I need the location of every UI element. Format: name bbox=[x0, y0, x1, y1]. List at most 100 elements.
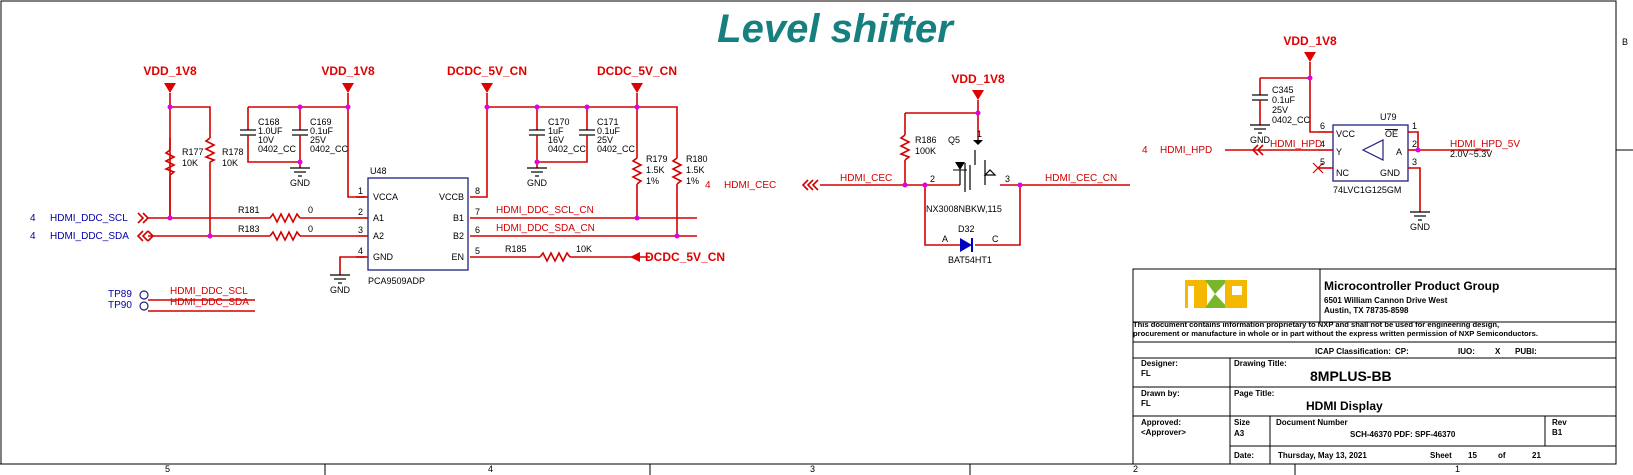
junction-dot bbox=[975, 110, 981, 116]
offpage-ref: 4 bbox=[30, 213, 36, 224]
svg-text:C171: C171 bbox=[597, 117, 619, 127]
offpage-ref: 4 bbox=[30, 231, 36, 242]
capacitor-c171: C171 0.1uF 25V 0402_CC bbox=[579, 117, 636, 154]
svg-text:1: 1 bbox=[1412, 121, 1417, 131]
ic-u79-buffer: U79 74LVC1G125GM VCC OE Y A NC GND 6 1 4… bbox=[1312, 112, 1417, 195]
power-symbol-vdd-1v8-hpd: VDD_1V8 bbox=[1283, 34, 1337, 62]
svg-text:25V: 25V bbox=[310, 135, 326, 145]
svg-text:4: 4 bbox=[1320, 139, 1325, 149]
svg-text:A2: A2 bbox=[373, 231, 384, 241]
offpage-ref: 4 bbox=[705, 180, 711, 191]
resistor-r181: R181 0 bbox=[238, 205, 313, 224]
svg-text:100K: 100K bbox=[915, 146, 936, 156]
svg-text:C168: C168 bbox=[258, 117, 280, 127]
nxp-logo bbox=[1185, 280, 1247, 308]
net-label-ddc-scl: HDMI_DDC_SCL bbox=[50, 213, 128, 224]
rev-value: B1 bbox=[1552, 428, 1563, 437]
proprietary-notice: procurement or manufacture in whole or i… bbox=[1133, 329, 1538, 338]
svg-text:74LVC1G125GM: 74LVC1G125GM bbox=[1333, 185, 1401, 195]
svg-text:EN: EN bbox=[451, 252, 464, 262]
svg-text:R178: R178 bbox=[222, 147, 244, 157]
approved-label: Approved: bbox=[1141, 418, 1181, 427]
svg-text:2: 2 bbox=[930, 174, 935, 184]
svg-text:OE: OE bbox=[1385, 129, 1398, 139]
svg-text:C169: C169 bbox=[310, 117, 332, 127]
net-label-cec-cn: HDMI_CEC_CN bbox=[1045, 173, 1117, 184]
power-symbol-dcdc-5v: DCDC_5V_CN bbox=[597, 64, 677, 93]
svg-text:U48: U48 bbox=[370, 166, 387, 176]
svg-text:VCCB: VCCB bbox=[439, 192, 464, 202]
svg-text:C170: C170 bbox=[548, 117, 570, 127]
date-label: Date: bbox=[1234, 451, 1254, 460]
offpage-connector bbox=[1251, 144, 1264, 156]
svg-text:1.5K: 1.5K bbox=[686, 165, 705, 175]
ground-symbol: GND bbox=[527, 167, 548, 188]
of-label: of bbox=[1498, 451, 1506, 460]
junction-dot bbox=[1307, 75, 1313, 81]
svg-text:B1: B1 bbox=[453, 213, 464, 223]
capacitor-c169: C169 0.1uF 25V 0402_CC bbox=[292, 117, 349, 154]
svg-text:GND: GND bbox=[1380, 168, 1401, 178]
svg-text:GND: GND bbox=[1410, 222, 1431, 232]
resistor-r186: R186 100K bbox=[899, 134, 937, 161]
drawing-title-label: Drawing Title: bbox=[1234, 359, 1287, 368]
svg-text:Y: Y bbox=[1336, 147, 1342, 157]
svg-text:R181: R181 bbox=[238, 205, 260, 215]
svg-text:R177: R177 bbox=[182, 147, 204, 157]
resistor-r178: R178 10K bbox=[204, 137, 244, 168]
zone-label: 3 bbox=[810, 464, 815, 474]
svg-text:VCC: VCC bbox=[1336, 129, 1356, 139]
svg-text:10V: 10V bbox=[258, 135, 274, 145]
svg-text:C345: C345 bbox=[1272, 85, 1294, 95]
svg-text:TP90: TP90 bbox=[108, 300, 132, 311]
svg-text:10K: 10K bbox=[576, 244, 592, 254]
svg-text:1%: 1% bbox=[646, 176, 659, 186]
svg-text:VDD_1V8: VDD_1V8 bbox=[1283, 34, 1337, 48]
drawing-title: 8MPLUS-BB bbox=[1310, 368, 1392, 384]
svg-text:0402_CC: 0402_CC bbox=[597, 144, 636, 154]
power-symbol-dcdc-5v: DCDC_5V_CN bbox=[447, 64, 527, 93]
svg-text:DCDC_5V_CN: DCDC_5V_CN bbox=[447, 64, 527, 78]
icap-label: ICAP Classification: bbox=[1315, 347, 1391, 356]
svg-text:10K: 10K bbox=[222, 158, 238, 168]
offpage-ref: 4 bbox=[1142, 145, 1148, 156]
power-symbol-dcdc-5v-en: DCDC_5V_CN bbox=[630, 250, 725, 264]
svg-text:0402_CC: 0402_CC bbox=[548, 144, 587, 154]
iuo-value: X bbox=[1495, 347, 1501, 356]
svg-text:1.5K: 1.5K bbox=[646, 165, 665, 175]
resistor-r180: R180 1.5K 1% bbox=[671, 154, 708, 186]
company-name: Microcontroller Product Group bbox=[1324, 279, 1499, 293]
power-symbol-vdd-1v8: VDD_1V8 bbox=[321, 64, 375, 93]
svg-text:6: 6 bbox=[475, 225, 480, 235]
svg-text:1: 1 bbox=[977, 129, 982, 139]
net-label-cec: HDMI_CEC bbox=[840, 173, 892, 184]
net-label-ddc-sda-cn: HDMI_DDC_SDA_CN bbox=[496, 223, 595, 234]
ic-u48-pca9509: U48 PCA9509ADP VCCA A1 A2 GND VCCB B1 B2… bbox=[356, 166, 480, 286]
net-label-ddc-sda: HDMI_DDC_SDA bbox=[50, 231, 129, 242]
of-value: 21 bbox=[1532, 451, 1541, 460]
ground-symbol: GND bbox=[330, 274, 351, 295]
svg-text:C: C bbox=[992, 234, 999, 244]
svg-text:2: 2 bbox=[358, 207, 363, 217]
net-label-cec-ref: HDMI_CEC bbox=[724, 180, 776, 191]
svg-text:0: 0 bbox=[308, 205, 313, 215]
svg-text:U79: U79 bbox=[1380, 112, 1397, 122]
resistor-r177: R177 10K bbox=[164, 147, 204, 176]
svg-text:BAT54HT1: BAT54HT1 bbox=[948, 255, 992, 265]
sheet-label: Sheet bbox=[1430, 451, 1452, 460]
date-value: Thursday, May 13, 2021 bbox=[1278, 451, 1367, 460]
pubi-label: PUBI: bbox=[1515, 347, 1537, 356]
offpage-connector bbox=[137, 212, 150, 224]
svg-text:VCCA: VCCA bbox=[373, 192, 398, 202]
zone-label: 1 bbox=[1455, 464, 1460, 474]
resistor-r183: R183 0 bbox=[238, 224, 313, 242]
junction-dot bbox=[1415, 147, 1421, 153]
ground-symbol: GND bbox=[1250, 124, 1271, 145]
proprietary-notice: This document contains information propr… bbox=[1133, 320, 1499, 329]
ground-symbol: GND bbox=[1410, 211, 1431, 232]
svg-text:A: A bbox=[942, 234, 948, 244]
capacitor-c168: C168 1.0UF 10V 0402_CC bbox=[240, 117, 297, 154]
svg-text:DCDC_5V_CN: DCDC_5V_CN bbox=[597, 64, 677, 78]
svg-text:R185: R185 bbox=[505, 244, 527, 254]
